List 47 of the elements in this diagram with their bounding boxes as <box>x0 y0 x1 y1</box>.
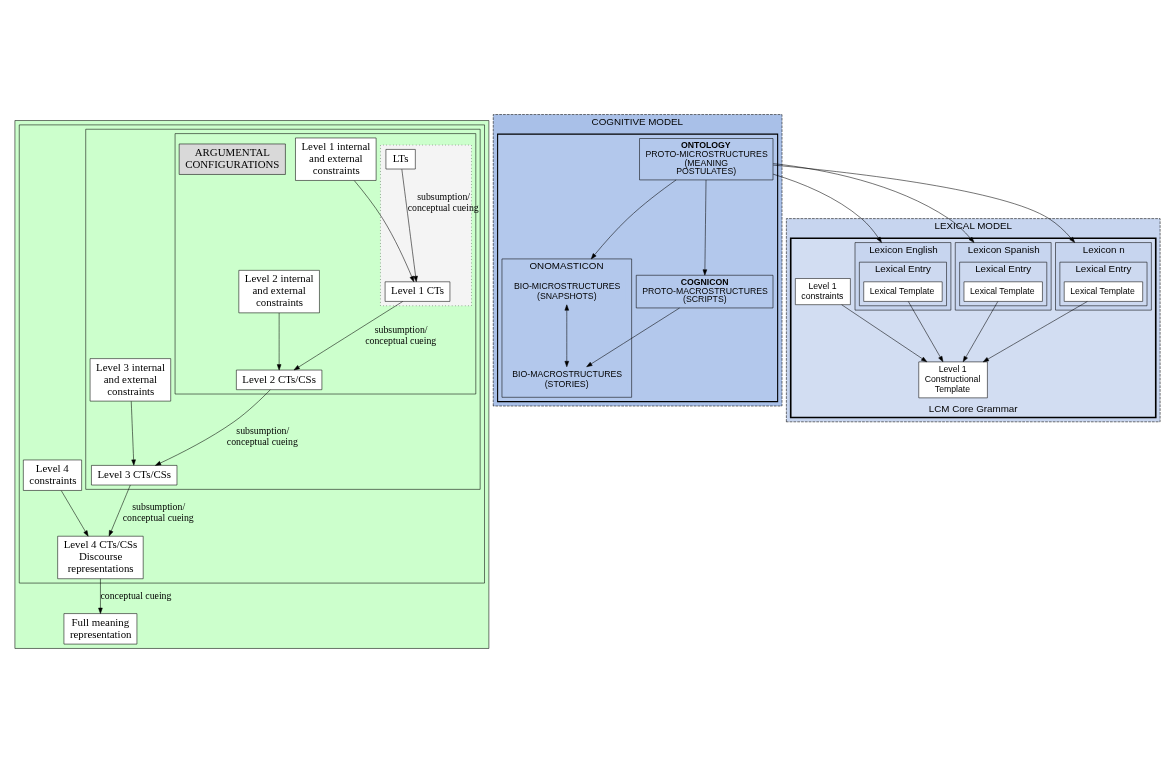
edge-label: subsumption/ conceptual cueing <box>122 501 194 524</box>
edge-label: subsumption/ conceptual cueing <box>365 323 437 346</box>
node-box: Level 1 Constructional Template <box>918 361 988 399</box>
edge-label: subsumption/ conceptual cueing <box>407 191 479 214</box>
arrow <box>702 179 708 276</box>
node-box: Level 1 internal and external constraints <box>295 137 377 181</box>
edge-label: conceptual cueing <box>100 589 172 601</box>
node-box: Level 4 constraints <box>23 459 82 491</box>
node-box: Lexical Template <box>863 281 943 302</box>
arrow <box>155 389 271 466</box>
cluster <box>174 133 477 395</box>
arrow <box>982 301 1088 363</box>
node-box: ARGUMENTAL CONFIGURATIONS <box>178 143 286 175</box>
node-box: COGNICON PROTO-MACROSTRUCTURES (SCRIPTS) <box>636 275 774 309</box>
node-box: ONTOLOGY PROTO-MICROSTRUCTURES (MEANING POSTULATES) <box>639 138 774 181</box>
node-box: Level 2 CTs/CSs <box>236 369 323 390</box>
node-box: Level 3 CTs/CSs <box>91 465 178 486</box>
cluster <box>85 129 481 490</box>
arrow <box>401 168 418 282</box>
node-box: Level 3 internal and external constraints <box>89 358 171 402</box>
arrow <box>130 401 136 466</box>
arrow <box>276 312 282 371</box>
node-text: BIO-MICROSTRUCTURES (SNAPSHOTS) <box>513 280 621 301</box>
node-box: LTs <box>385 149 416 170</box>
arrow <box>98 578 103 614</box>
node-box: Level 4 CTs/CSs Discourse representations <box>57 535 144 579</box>
node-box: Level 1 CTs <box>384 281 451 302</box>
arrow <box>772 173 882 243</box>
arrow <box>586 307 680 368</box>
node-box: Level 2 internal and external constraints <box>238 270 320 314</box>
arrow <box>108 484 131 537</box>
node-box: Lexical Template <box>963 281 1043 302</box>
arrow <box>354 180 415 283</box>
arrow <box>772 163 975 243</box>
arrow <box>293 301 403 371</box>
arrow <box>772 164 1075 243</box>
node-text: BIO-MACROSTRUCTURES (STORIES) <box>512 369 623 389</box>
arrow <box>61 490 89 537</box>
arrow <box>841 304 928 363</box>
arrow <box>962 301 999 363</box>
node-box: Full meaning representation <box>63 613 138 645</box>
arrow <box>564 304 569 368</box>
arrow <box>590 179 677 260</box>
arrow <box>908 301 944 363</box>
node-box: Lexical Template <box>1063 281 1143 302</box>
node-box: Level 1 constraints <box>795 278 851 305</box>
edge-label: subsumption/ conceptual cueing <box>226 425 298 447</box>
